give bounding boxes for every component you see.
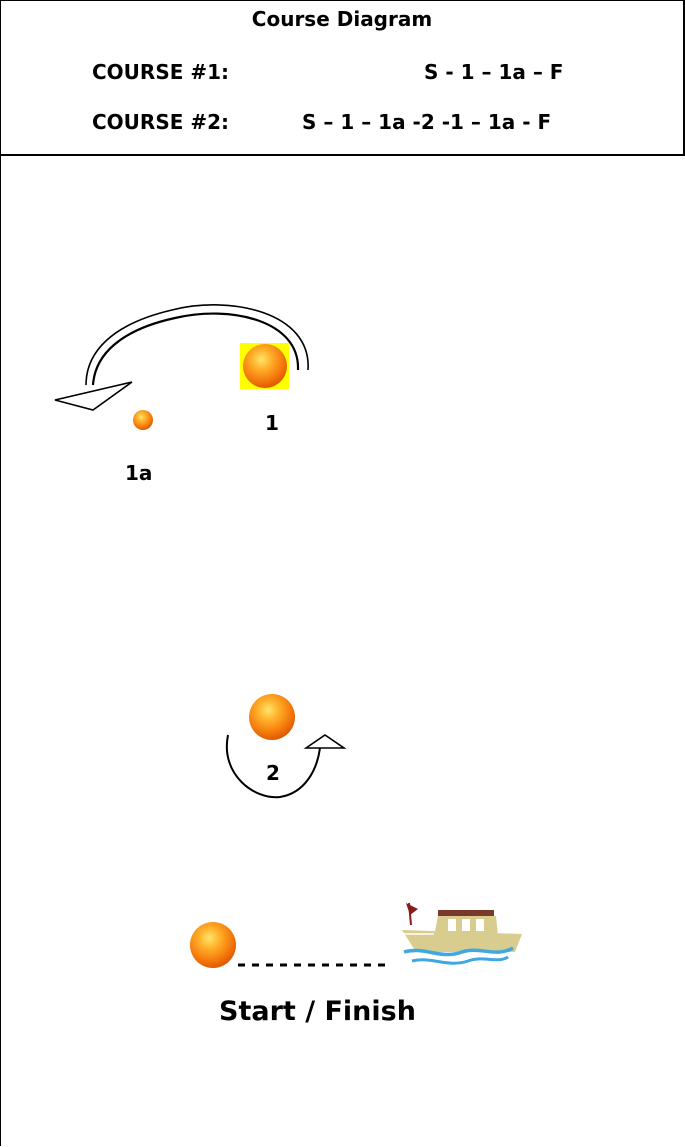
course1-sequence: S - 1 – 1a – F: [424, 60, 564, 84]
course2-label: COURSE #2:: [92, 110, 230, 134]
page-title: Course Diagram: [251, 7, 433, 31]
rounding-arrow-1: [54, 304, 309, 411]
start-finish-label: Start / Finish: [219, 996, 416, 1027]
buoy-1a: [133, 410, 153, 430]
arrowhead-2: [303, 734, 347, 749]
header-divider: [0, 154, 685, 156]
course1-label: COURSE #1:: [92, 60, 230, 84]
committee-boat-icon: [402, 902, 522, 965]
rounding-arrow-2: [225, 734, 347, 799]
arrowhead-1: [54, 381, 133, 411]
buoy-2: [249, 694, 295, 740]
buoy1a-label: 1a: [125, 461, 153, 485]
buoy1-label: 1: [265, 411, 279, 435]
buoy2-label: 2: [266, 761, 280, 785]
buoy-1: [243, 344, 287, 388]
start-finish-buoy: [190, 922, 236, 968]
course2-sequence: S – 1 – 1a -2 -1 – 1a - F: [302, 110, 552, 134]
header-right-border: [683, 0, 685, 155]
